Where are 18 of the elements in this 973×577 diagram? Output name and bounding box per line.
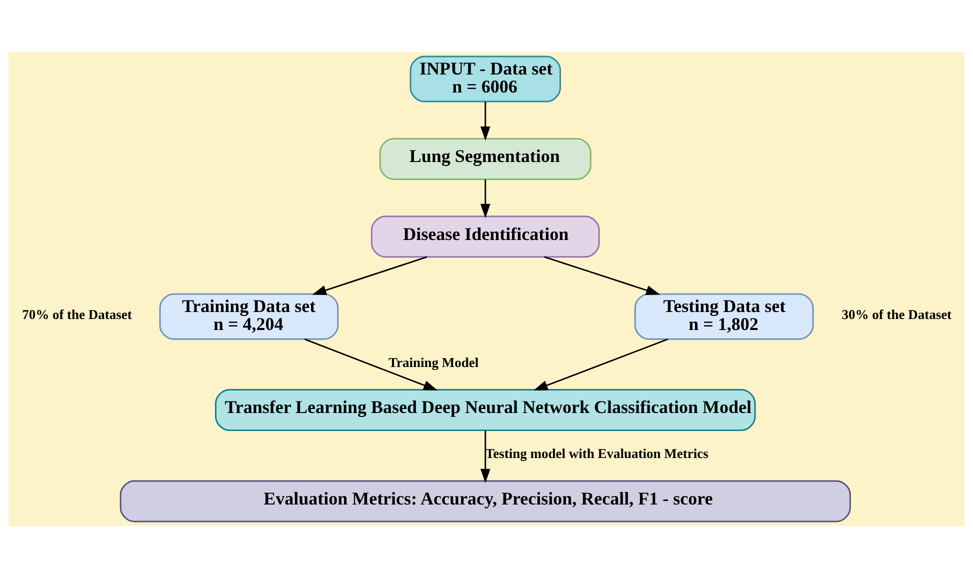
- arrow: [480, 430, 490, 483]
- node-box: Evaluation Metrics: Accuracy, Precision, Recall, F1 - score: [120, 480, 851, 522]
- arrow: [534, 338, 668, 390]
- edge-label: Training Model: [388, 354, 479, 370]
- arrow: [312, 256, 428, 294]
- arrow: [480, 101, 490, 140]
- arrow: [480, 179, 490, 218]
- node-label: 30% of the Dataset: [842, 306, 952, 322]
- node-box: Lung Segmentation: [379, 137, 592, 180]
- arrow: [304, 338, 438, 390]
- node-box: Disease Identification: [370, 215, 600, 258]
- node-box: Training Data set n = 4,204: [159, 292, 339, 340]
- node-box: Transfer Learning Based Deep Neural Network Classification Model: [215, 388, 756, 431]
- node-label: 70% of the Dataset: [22, 306, 132, 322]
- node-box: INPUT - Data set n = 6006: [410, 55, 561, 102]
- node-box: Testing Data set n = 1,802: [634, 292, 814, 340]
- edge-label: Testing model with Evaluation Metrics: [485, 445, 708, 460]
- arrow: [544, 256, 660, 295]
